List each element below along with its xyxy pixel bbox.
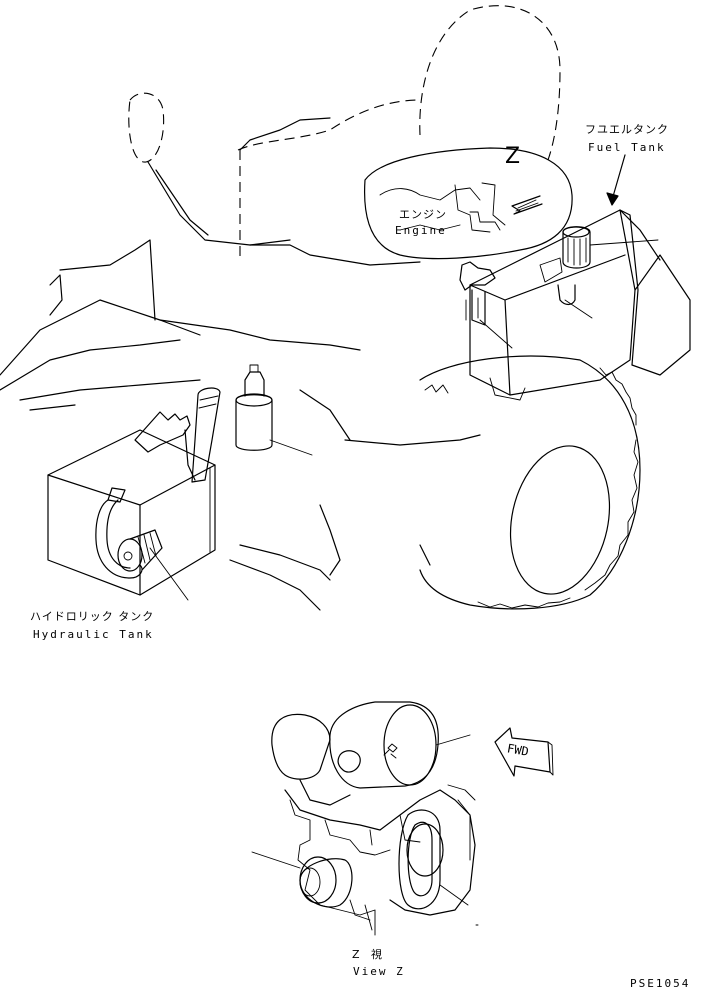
machine-body xyxy=(0,117,481,611)
view-z-label-jp: Z 視 xyxy=(352,948,387,961)
hydraulic-tank-label: Hydraulic Tank xyxy=(33,628,154,641)
view-z-label: View Z xyxy=(353,965,405,978)
hydraulic-tank xyxy=(47,387,221,601)
fuel-tank-label: Fuel Tank xyxy=(588,141,666,154)
z-marker-label: Z xyxy=(505,144,521,169)
engine-label: Engine xyxy=(395,224,447,237)
fwd-arrow-icon xyxy=(494,727,554,777)
engine-label-jp: エンジン xyxy=(399,208,447,221)
drawing-code: PSE1054 xyxy=(630,977,691,990)
fuel-tank xyxy=(459,209,691,401)
engine-view-z xyxy=(251,701,476,936)
fuel-tank-label-jp: フユエルタンク xyxy=(585,123,669,136)
hydraulic-tank-label-jp: ハイドロリック タンク xyxy=(30,610,155,623)
fuel-tank-pointer-icon xyxy=(606,154,626,206)
filter-element xyxy=(235,364,313,456)
engine-area xyxy=(363,147,573,260)
operator-outline xyxy=(128,5,561,260)
z-direction-arrow-icon xyxy=(511,195,543,215)
rear-tire xyxy=(419,355,641,610)
